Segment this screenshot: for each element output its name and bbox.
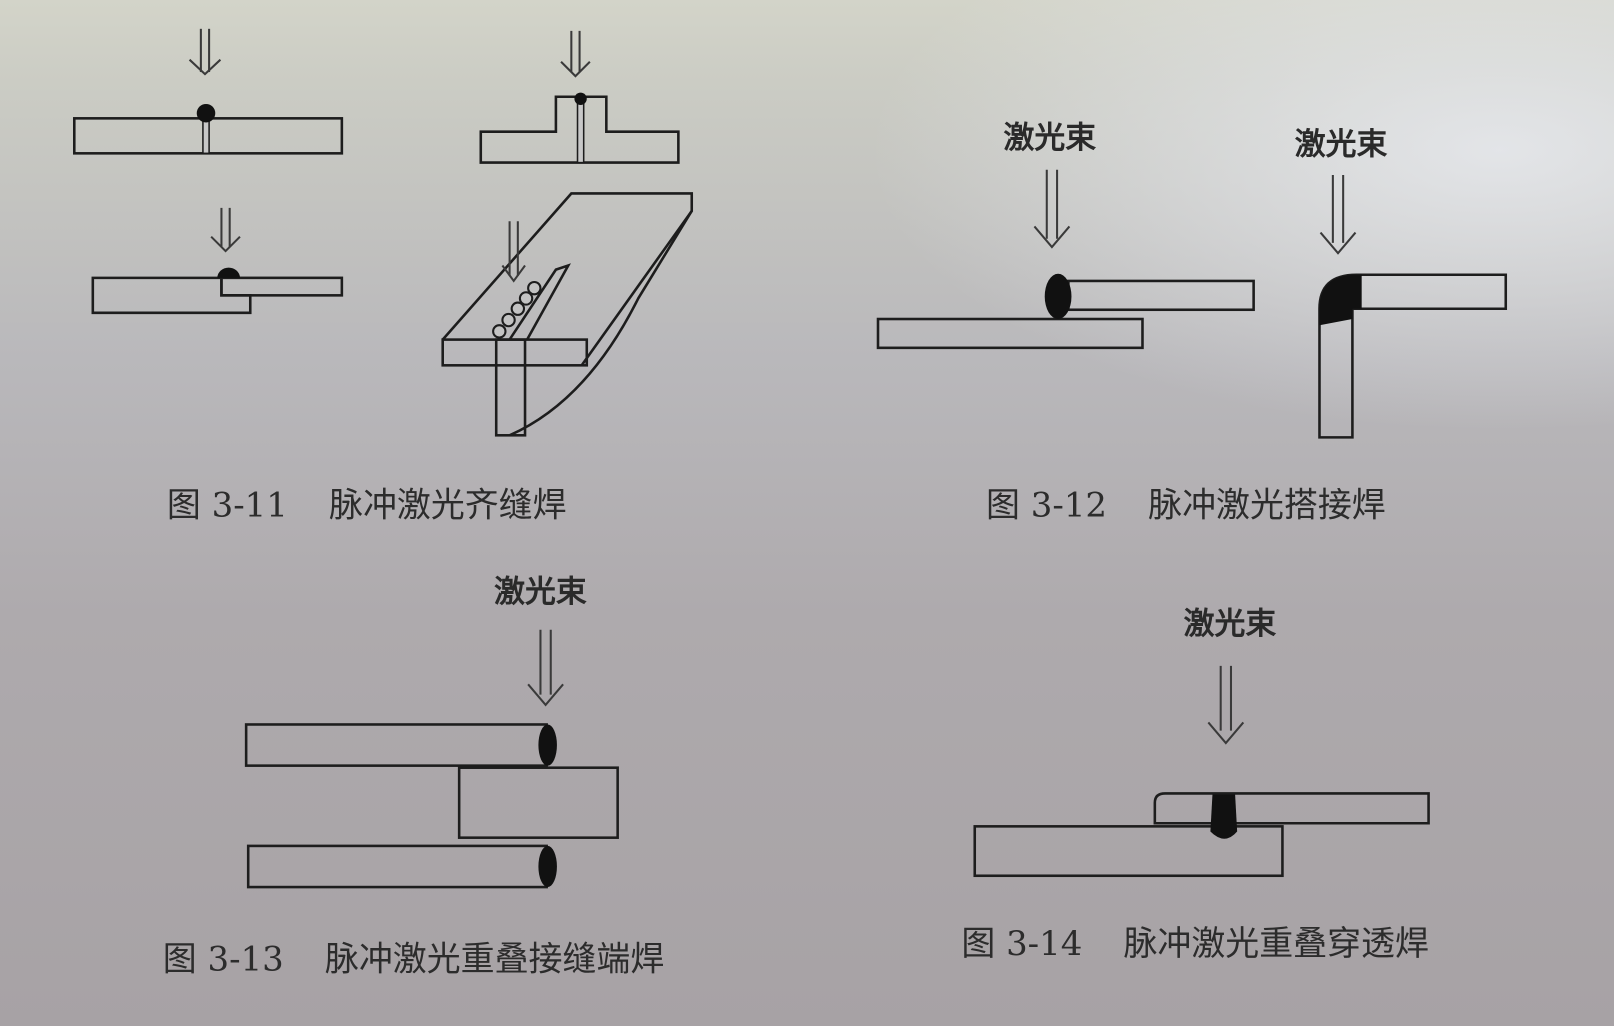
laser-arrow-icon [1207,665,1245,745]
lap-edge-weld-diagram: 激光束 [876,120,1255,350]
laser-arrow-icon [527,629,564,707]
laser-arrow-icon [1319,174,1357,255]
weld-bead [538,724,557,766]
beam-label: 激光束 [494,574,587,610]
flange-joint-diagram [479,30,680,164]
weld-bead [574,92,587,105]
laser-arrow-icon [210,207,241,253]
laser-arrow-icon [1033,169,1071,249]
weld-bead [1044,273,1072,320]
beam-label: 激光束 [1295,126,1388,162]
weld-spots [492,280,542,339]
weld-bead [196,103,216,123]
beam-label: 激光束 [1004,120,1097,156]
weld-bead [538,845,557,888]
butt-joint-diagram [73,28,344,155]
weld-bead [1210,794,1238,839]
weld-bead [1319,274,1362,326]
corner-weld-diagram: 激光束 [1295,126,1508,439]
laser-arrow-icon [188,28,222,76]
step-lap-joint-diagram [91,207,344,315]
laser-arrow-icon [501,221,526,283]
weld-bead [217,267,240,278]
t-joint-perspective-diagram [441,192,694,437]
beam-label: 激光束 [1184,606,1277,642]
laser-arrow-icon [560,30,591,78]
